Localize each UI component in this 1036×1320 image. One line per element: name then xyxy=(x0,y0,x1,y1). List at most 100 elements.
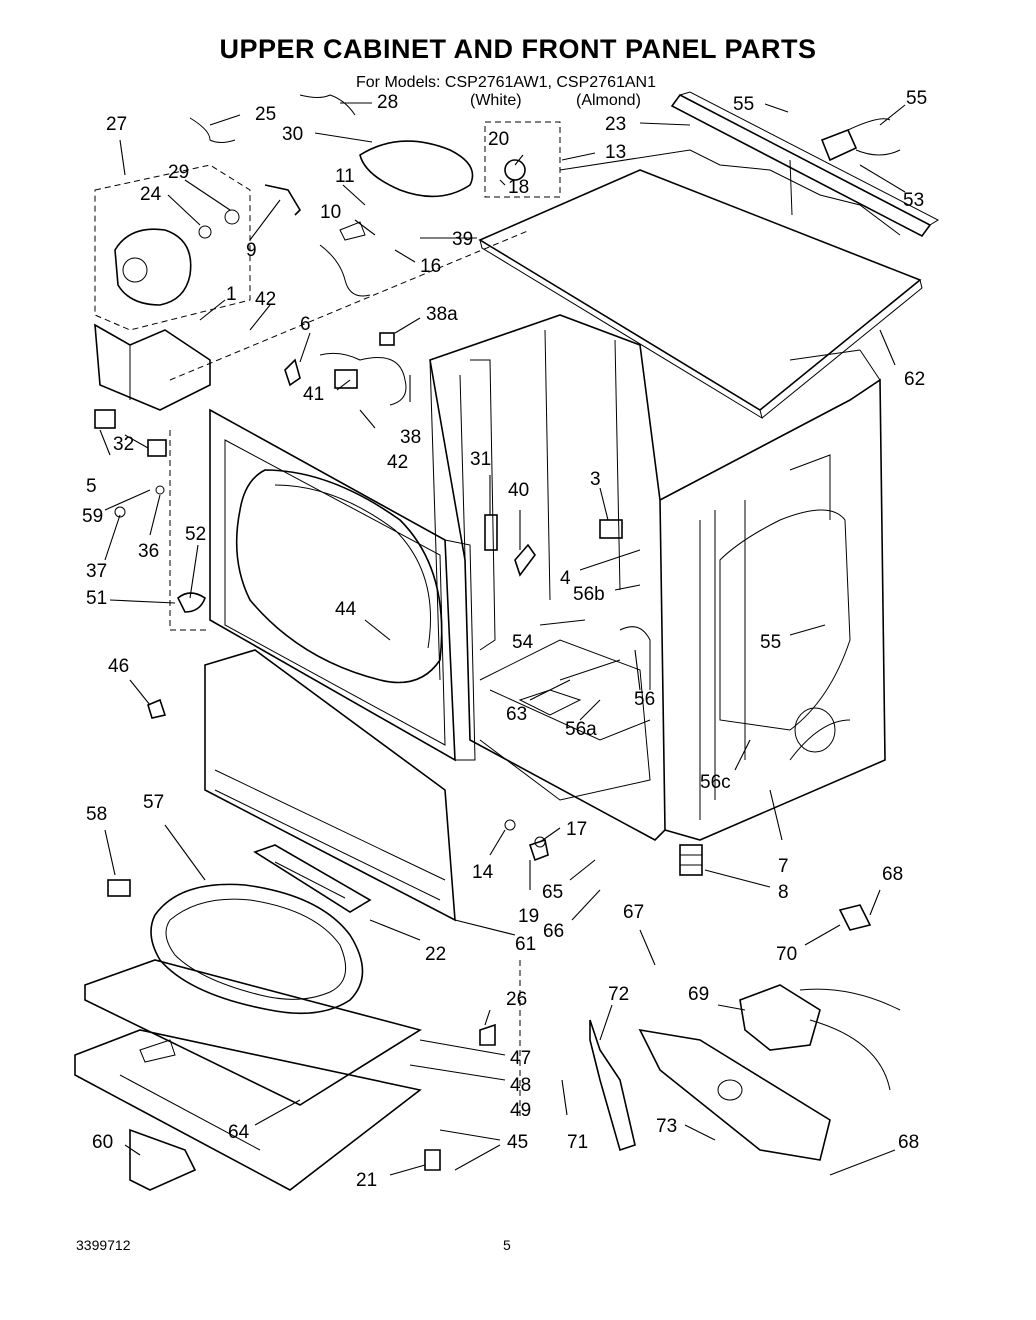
clip-26-part xyxy=(479,1023,496,1046)
callout-46: 46 xyxy=(108,656,129,677)
motor-box-outline xyxy=(94,164,251,331)
plate-31-part xyxy=(484,514,498,551)
callout-73: 73 xyxy=(656,1116,677,1137)
callout-25: 25 xyxy=(255,104,276,125)
callout-4: 4 xyxy=(560,568,571,589)
callout-19: 19 xyxy=(518,906,539,927)
top-channel-part xyxy=(670,91,940,238)
callout-24: 24 xyxy=(140,184,162,205)
callout-51: 51 xyxy=(86,588,107,609)
cabinet-part xyxy=(429,314,886,841)
callout-68-bottom: 68 xyxy=(898,1132,919,1153)
callout-65: 65 xyxy=(542,882,563,903)
thermostat-3-part xyxy=(599,519,623,539)
catch-46-part xyxy=(147,698,167,719)
callout-40: 40 xyxy=(508,480,529,501)
door-latch-box-outline xyxy=(169,430,210,631)
callout-71: 71 xyxy=(567,1132,588,1153)
sensor-part xyxy=(838,904,872,931)
callout-20: 20 xyxy=(488,129,509,150)
callout-70: 70 xyxy=(776,944,797,965)
idler-box-outline xyxy=(484,121,561,198)
callout-18: 18 xyxy=(508,177,529,198)
callout-39: 39 xyxy=(452,229,473,250)
callout-56c: 56c xyxy=(700,772,731,793)
thermostat-41-part xyxy=(334,369,358,389)
callout-55-mid: 55 xyxy=(760,632,781,653)
motor-mount-part xyxy=(94,323,211,411)
callout-9: 9 xyxy=(246,240,257,261)
callout-47: 47 xyxy=(510,1048,531,1069)
latch-32-part xyxy=(147,439,167,457)
callout-22: 22 xyxy=(425,944,446,965)
callout-56b: 56b xyxy=(573,584,605,605)
bracket-40-part xyxy=(514,543,536,577)
callout-61: 61 xyxy=(515,934,536,955)
fuse-6-part xyxy=(284,358,301,387)
connector-38a-part xyxy=(379,332,395,346)
leg-60-part xyxy=(129,1128,197,1191)
callout-63: 63 xyxy=(506,704,527,725)
callout-6: 6 xyxy=(300,314,311,335)
callout-14: 14 xyxy=(472,862,494,883)
callout-56: 56 xyxy=(634,689,655,710)
callout-67: 67 xyxy=(623,902,644,923)
burner-assembly-part xyxy=(638,984,901,1161)
callout-29: 29 xyxy=(168,162,189,183)
screw-14-part xyxy=(504,819,516,831)
wire-harness-56 xyxy=(619,626,651,690)
callout-53: 53 xyxy=(903,190,924,211)
bracket-21-part xyxy=(424,1149,441,1171)
callout-42-top: 42 xyxy=(255,289,276,310)
callout-32: 32 xyxy=(113,434,134,455)
callout-49: 49 xyxy=(510,1100,531,1121)
page-number: 5 xyxy=(503,1237,511,1253)
callout-55-right: 55 xyxy=(906,88,927,109)
door-seal-part xyxy=(150,883,364,1015)
callout-1: 1 xyxy=(226,284,237,305)
callout-42-mid: 42 xyxy=(387,452,408,473)
callout-56a: 56a xyxy=(565,719,597,740)
wire-25 xyxy=(189,117,236,143)
callout-62: 62 xyxy=(904,369,925,390)
igniter-part xyxy=(589,1019,636,1152)
bracket-39-part xyxy=(339,221,366,241)
callout-38: 38 xyxy=(400,427,421,448)
callout-48: 48 xyxy=(510,1075,531,1096)
bracket-58-part xyxy=(107,879,131,897)
motor-guide-dash xyxy=(169,229,531,381)
front-panel-frame-part xyxy=(209,408,476,762)
wire-16 xyxy=(319,244,371,297)
callout-31: 31 xyxy=(470,449,491,470)
callout-16: 16 xyxy=(420,256,441,277)
motor-clip-part xyxy=(264,184,302,216)
callout-labels: 25 28 30 20 13 18 23 55 55 53 62 27 29 2… xyxy=(82,88,927,1191)
wire-38 xyxy=(319,352,407,406)
lower-front-panel-part xyxy=(204,649,456,922)
callout-60: 60 xyxy=(92,1132,113,1153)
callout-13: 13 xyxy=(605,142,626,163)
kick-plate-part xyxy=(253,844,372,913)
callout-26: 26 xyxy=(506,989,527,1010)
callout-54: 54 xyxy=(512,632,534,653)
screw-59-part xyxy=(114,506,126,518)
callout-52: 52 xyxy=(185,524,206,545)
callout-36: 36 xyxy=(138,541,159,562)
callout-7: 7 xyxy=(778,856,789,877)
callout-59: 59 xyxy=(82,506,103,527)
latch-51-part xyxy=(177,592,206,613)
drive-motor-part xyxy=(114,209,240,306)
callout-55-top: 55 xyxy=(733,94,754,115)
rear-panel-outline xyxy=(559,149,901,236)
callout-38a: 38a xyxy=(426,304,458,325)
callout-27: 27 xyxy=(106,114,127,135)
callout-68-top: 68 xyxy=(882,864,903,885)
callout-72: 72 xyxy=(608,984,629,1005)
callout-21: 21 xyxy=(356,1170,377,1191)
callout-57: 57 xyxy=(143,792,164,813)
clip-19-part xyxy=(528,838,549,862)
door-switch-5-part xyxy=(94,409,116,429)
leveling-leg-part xyxy=(679,844,703,876)
callout-11: 11 xyxy=(335,166,355,187)
color-white-label: (White) xyxy=(470,92,522,109)
